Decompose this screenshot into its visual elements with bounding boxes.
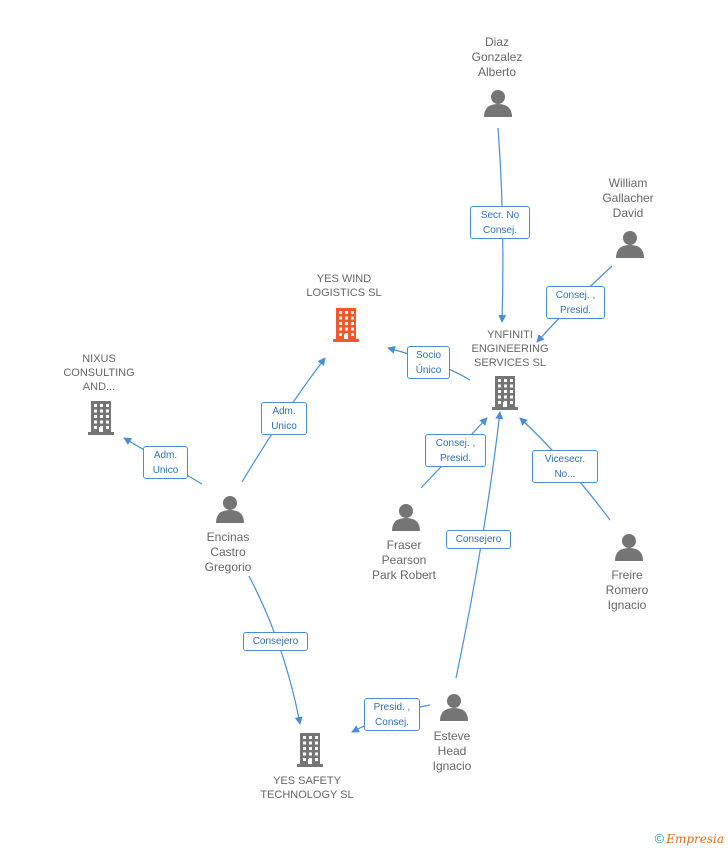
node-label-nixus[interactable]: NIXUS CONSULTING AND... xyxy=(63,353,135,393)
building-icon-ynfiniti[interactable] xyxy=(492,376,518,410)
person-icon-william[interactable] xyxy=(616,231,644,258)
edge-label-william-to-ynfiniti[interactable]: Consej. , Presid. xyxy=(546,286,605,319)
edge-label-diaz-to-ynfiniti[interactable]: Secr. No Consej. xyxy=(470,206,530,239)
person-icon-fraser[interactable] xyxy=(392,504,420,531)
edge-label-esteve-to-ynfiniti[interactable]: Consejero xyxy=(446,530,511,549)
building-icon-yes_wind[interactable] xyxy=(333,308,359,342)
node-label-encinas[interactable]: Encinas Castro Gregorio xyxy=(204,530,252,574)
node-label-esteve[interactable]: Esteve Head Ignacio xyxy=(432,729,472,773)
edge-label-encinas-to-yes_wind[interactable]: Adm. Unico xyxy=(261,402,307,435)
node-label-yes_safety[interactable]: YES SAFETY TECHNOLOGY SL xyxy=(260,775,354,801)
person-icon-freire[interactable] xyxy=(615,534,643,561)
edge-layer xyxy=(123,127,613,733)
edge-label-ynfiniti-to-yes_wind[interactable]: Socio Único xyxy=(407,346,450,379)
person-icon-diaz[interactable] xyxy=(484,90,512,117)
person-icon-esteve[interactable] xyxy=(440,694,468,721)
edge-label-esteve-to-yes_safety[interactable]: Presid. , Consej. xyxy=(364,698,420,731)
edge-label-encinas-to-nixus[interactable]: Adm. Unico xyxy=(143,446,188,479)
edge-label-encinas-to-yes_safety[interactable]: Consejero xyxy=(243,632,308,651)
footer-brand: ©Empresia xyxy=(655,831,724,846)
node-label-ynfiniti[interactable]: YNFINITI ENGINEERING SERVICES SL xyxy=(471,329,549,369)
node-label-william[interactable]: William Gallacher David xyxy=(602,176,654,220)
edge-label-freire-to-ynfiniti[interactable]: Vicesecr. No... xyxy=(532,450,598,483)
building-icon-nixus[interactable] xyxy=(88,401,114,435)
node-label-diaz[interactable]: Diaz Gonzalez Alberto xyxy=(471,35,523,79)
person-icon-encinas[interactable] xyxy=(216,496,244,523)
icon-layer xyxy=(88,90,644,767)
copyright-icon: © xyxy=(654,831,665,846)
edge-label-fraser-to-ynfiniti[interactable]: Consej. , Presid. xyxy=(425,434,486,467)
node-label-yes_wind[interactable]: YES WIND LOGISTICS SL xyxy=(306,273,382,299)
node-label-fraser[interactable]: Fraser Pearson Park Robert xyxy=(371,538,437,582)
building-icon-yes_safety[interactable] xyxy=(297,733,323,767)
brand-logo: Empresia xyxy=(666,832,724,846)
node-label-freire[interactable]: Freire Romero Ignacio xyxy=(605,568,649,612)
